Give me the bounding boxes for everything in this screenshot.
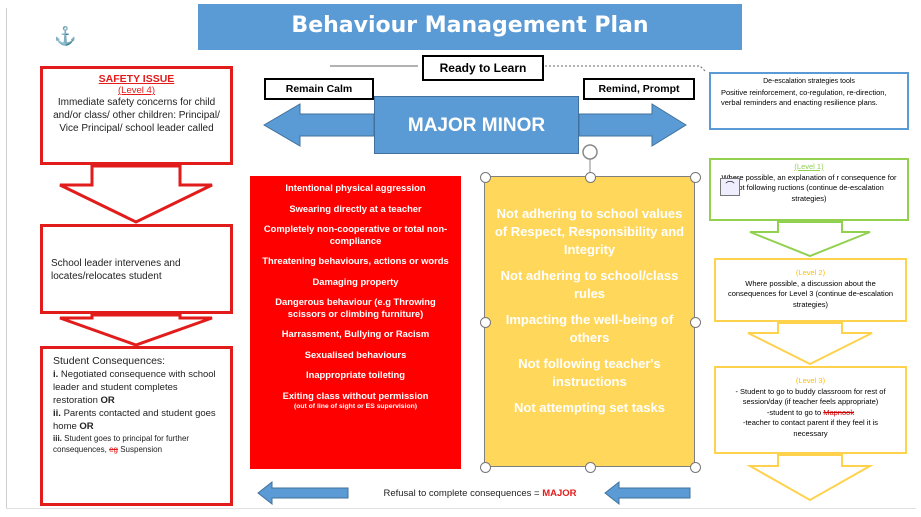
page-border-bottom (6, 508, 916, 509)
level2-box: (Level 2) Where possible, a discussion a… (714, 258, 907, 322)
remain-calm-box: Remain Calm (264, 78, 374, 100)
placeholder-image-icon: ⌒ (720, 178, 740, 196)
level2-heading: (Level 2) (795, 268, 826, 277)
intervene-box: School leader intervenes and locates/rel… (40, 224, 233, 314)
deescalation-body: Positive reinforcement, co-regulation, r… (721, 87, 887, 108)
major-item: Inappropriate toileting (306, 369, 405, 380)
minor-item: Not adhering to school/class rules (500, 268, 679, 301)
level3-line2: -student to go to Mapnook (766, 407, 855, 417)
level3-line3: -teacher to contact parent if they feel … (742, 418, 879, 438)
major-note: (out of line of sight or ES supervision) (293, 403, 418, 410)
resize-handle[interactable] (585, 172, 596, 183)
page-title: Behaviour Management Plan (198, 4, 742, 50)
remind-prompt-box: Remind, Prompt (583, 78, 695, 100)
bottom-arrow-left (257, 480, 349, 506)
level1-heading: (Level 1) (794, 162, 824, 171)
major-item: Exiting class without permission (282, 389, 429, 401)
major-item: Harrassment, Bullying or Racism (281, 328, 430, 339)
consequences-heading: Student Consequences: (53, 355, 166, 367)
major-item: Swearing directly at a teacher (289, 202, 422, 214)
page-border-left (6, 8, 7, 508)
safety-body: Immediate safety concerns for child and/… (53, 97, 220, 134)
connector-right (545, 65, 707, 73)
resize-handle[interactable] (690, 172, 701, 183)
deescalation-box: De-escalation strategies tools Positive … (709, 72, 909, 130)
minor-item: Not following teacher's instructions (518, 356, 661, 389)
bottom-arrow-right-pointing-left (604, 480, 691, 506)
resize-handle[interactable] (480, 317, 491, 328)
major-behaviours-list: Intentional physical aggression Swearing… (250, 176, 461, 469)
major-item: Dangerous behaviour (e.g Throwing scisso… (275, 296, 436, 319)
resize-handle[interactable] (480, 172, 491, 183)
major-item: Threatening behaviours, actions or words (262, 255, 449, 266)
arrow-left-major (263, 103, 375, 147)
level1-box: (Level 1) Where possible, an explanation… (709, 158, 909, 221)
deescalation-heading: De-escalation strategies tools (763, 78, 855, 85)
major-item: Sexualised behaviours (304, 348, 407, 360)
consequences-box: Student Consequences: i. Negotiated cons… (40, 346, 233, 506)
minor-item: Impacting the well-being of others (505, 312, 674, 345)
level3-heading: (Level 3) (795, 376, 826, 385)
level1-body: Where possible, an explanation of r cons… (721, 172, 897, 203)
safety-level: (Level 4) (118, 85, 155, 96)
arrow-right-minor (578, 103, 687, 147)
green-down-arrow (749, 221, 871, 258)
consequence-item-2: ii. Parents contacted and student goes h… (53, 408, 216, 432)
refusal-note: Refusal to complete consequences = MAJOR (383, 488, 577, 499)
rotate-handle-icon (582, 144, 598, 160)
major-item: Damaging property (312, 275, 399, 287)
minor-item: Not attempting set tasks (514, 400, 665, 415)
major-item: Completely non-cooperative or total non-… (263, 223, 448, 246)
major-item: Intentional physical aggression (285, 182, 426, 193)
ready-to-learn-box: Ready to Learn (422, 55, 544, 81)
level2-body: Where possible, a discussion about the c… (727, 278, 894, 309)
yellow-down-arrow-2 (746, 454, 874, 502)
minor-item: Not adhering to school values of Respect… (494, 206, 685, 257)
minor-behaviours-list[interactable]: Not adhering to school values of Respect… (484, 176, 695, 467)
safety-issue-box: SAFETY ISSUE (Level 4) Immediate safety … (40, 66, 233, 165)
resize-handle[interactable] (690, 462, 701, 473)
anchor-icon: ⚓ (54, 26, 77, 46)
level3-line1: - Student to go to buddy classroom for r… (735, 386, 886, 407)
resize-handle[interactable] (690, 317, 701, 328)
yellow-down-arrow-1 (747, 322, 873, 366)
major-minor-label: MAJOR MINOR (374, 96, 579, 154)
red-down-arrow-2 (59, 313, 213, 347)
resize-handle[interactable] (480, 462, 491, 473)
safety-heading: SAFETY ISSUE (98, 73, 175, 85)
consequence-item-3: iii. Student goes to principal for furth… (53, 434, 190, 454)
resize-handle[interactable] (585, 462, 596, 473)
red-down-arrow-1 (59, 164, 213, 224)
consequence-item-1: i. Negotiated consequence with school le… (53, 369, 216, 406)
level3-box: (Level 3) - Student to go to buddy class… (714, 366, 907, 454)
